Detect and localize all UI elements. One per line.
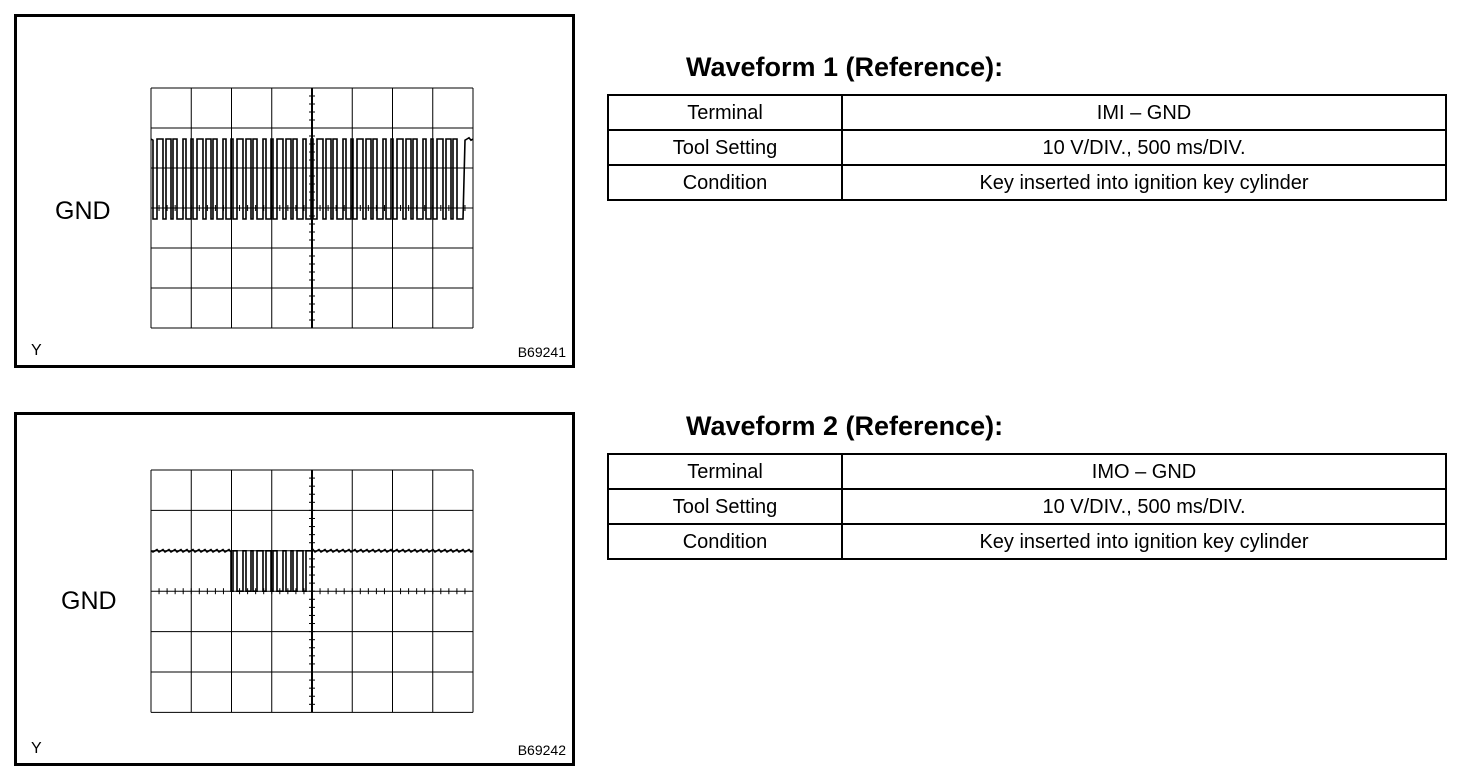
spec-table-2: Terminal IMO – GND Tool Setting 10 V/DIV… — [607, 453, 1447, 560]
row-value: IMI – GND — [841, 94, 1447, 131]
waveform-heading-1: Waveform 1 (Reference): — [686, 52, 1004, 82]
signal-trace — [150, 136, 474, 220]
ground-label-2: GND — [61, 587, 117, 615]
row-value: IMO – GND — [841, 453, 1447, 490]
row-key: Tool Setting — [607, 129, 843, 166]
signal-trace — [150, 548, 474, 592]
scope-graticule-1 — [150, 87, 474, 329]
row-key: Condition — [607, 523, 843, 560]
scope-screen-1: GND Y B69241 — [14, 14, 575, 368]
row-value: 10 V/DIV., 500 ms/DIV. — [841, 488, 1447, 525]
corner-letter-1: Y — [31, 342, 42, 359]
table-row-tool-setting: Tool Setting 10 V/DIV., 500 ms/DIV. — [607, 488, 1447, 525]
spec-table-1: Terminal IMI – GND Tool Setting 10 V/DIV… — [607, 94, 1447, 201]
row-value: Key inserted into ignition key cylinder — [841, 523, 1447, 560]
scope-screen-2: GND Y B69242 — [14, 412, 575, 766]
figure-code-1: B69241 — [517, 344, 566, 360]
row-key: Condition — [607, 164, 843, 201]
row-value: 10 V/DIV., 500 ms/DIV. — [841, 129, 1447, 166]
scope-graticule-2 — [150, 469, 474, 713]
table-row-tool-setting: Tool Setting 10 V/DIV., 500 ms/DIV. — [607, 129, 1447, 166]
table-row-condition: Condition Key inserted into ignition key… — [607, 164, 1447, 201]
table-row-terminal: Terminal IMI – GND — [607, 94, 1447, 131]
table-row-condition: Condition Key inserted into ignition key… — [607, 523, 1447, 560]
ground-label-1: GND — [55, 197, 111, 225]
table-row-terminal: Terminal IMO – GND — [607, 453, 1447, 490]
corner-letter-2: Y — [31, 740, 42, 757]
waveform-heading-2: Waveform 2 (Reference): — [686, 411, 1004, 441]
row-key: Terminal — [607, 94, 843, 131]
figure-code-2: B69242 — [517, 742, 566, 758]
row-value: Key inserted into ignition key cylinder — [841, 164, 1447, 201]
row-key: Terminal — [607, 453, 843, 490]
row-key: Tool Setting — [607, 488, 843, 525]
